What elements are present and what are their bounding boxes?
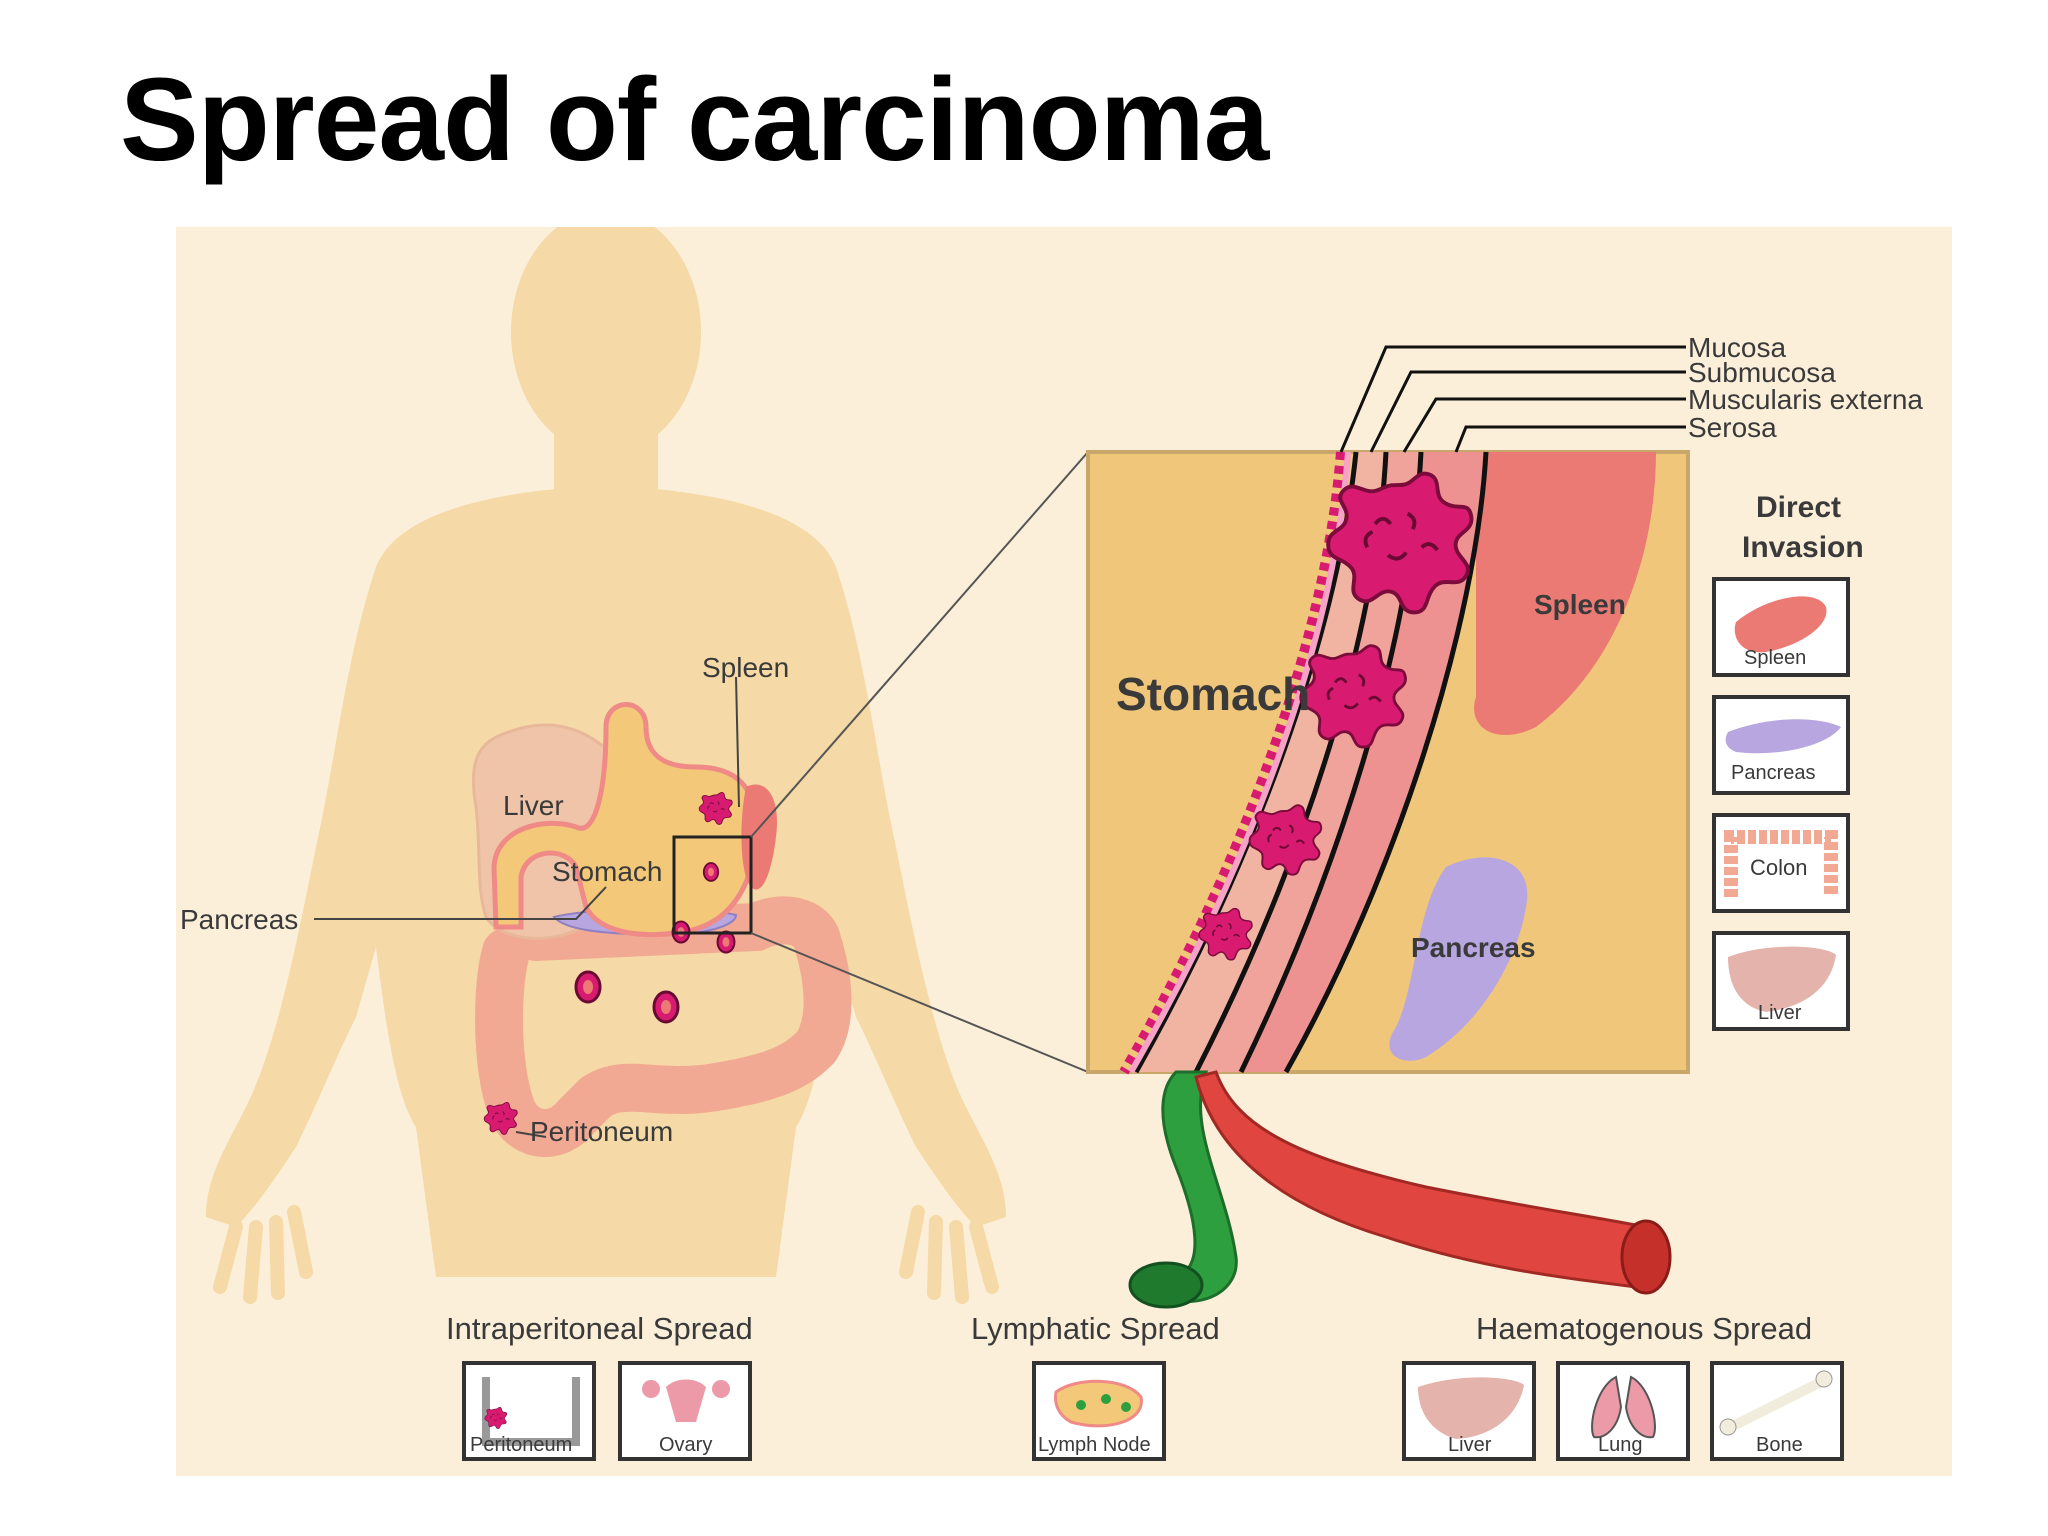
direct-box-label-pancreas: Pancreas	[1731, 762, 1816, 784]
direct-invasion-box-liver: Liver	[1712, 931, 1850, 1031]
zoom-line-bottom	[750, 932, 1089, 1073]
direct-box-label-spleen: Spleen	[1744, 647, 1806, 669]
zoom-line-top	[750, 451, 1089, 838]
layer-label-serosa: Serosa	[1688, 412, 1777, 443]
body-label-liver: Liver	[503, 790, 564, 821]
body-label-pancreas: Pancreas	[180, 904, 298, 935]
colon	[475, 896, 852, 1157]
layer-label-mucosa: Mucosa	[1688, 332, 1786, 363]
serosa-leader-line	[1454, 425, 1686, 453]
pancreas-leader-line	[314, 886, 607, 920]
lymphatic-heading: Lymphatic Spread	[971, 1311, 1220, 1346]
intraperitoneal-label-peritoneum: Peritoneum	[470, 1434, 572, 1456]
submucosa-leader-line	[1369, 370, 1686, 453]
metastatic-spot	[702, 862, 720, 882]
direct-invasion-heading-line2: Invasion	[1742, 531, 1864, 564]
blood-vessel-opening	[1620, 1219, 1672, 1295]
direct-invasion-box-colon: Colon	[1712, 813, 1850, 913]
layer-label-submucosa: Submucosa	[1688, 357, 1836, 388]
direct-invasion-box-spleen: Spleen	[1712, 577, 1850, 677]
spleen-leader-line	[735, 676, 740, 808]
lymphatic-box-lymph-node: Lymph Node	[1032, 1361, 1166, 1461]
haematogenous-box-bone: Bone	[1710, 1361, 1844, 1461]
metastatic-spot	[652, 990, 680, 1024]
slide-title: Spread of carcinoma	[120, 54, 1269, 186]
lymphatic-vessel-opening	[1128, 1261, 1204, 1309]
haematogenous-box-liver: Liver	[1402, 1361, 1536, 1461]
direct-box-label-liver: Liver	[1758, 1002, 1802, 1024]
muscularis-leader-line	[1402, 397, 1686, 453]
carcinoma-spread-figure: Spleen Liver Stomach Pancreas Peritoneum…	[176, 227, 1952, 1476]
stomach-wall-inset	[1086, 450, 1690, 1075]
direct-box-label-colon: Colon	[1750, 855, 1807, 880]
peritoneum-leader-line	[515, 1131, 547, 1138]
haematogenous-label-bone: Bone	[1756, 1434, 1803, 1456]
haematogenous-label-liver: Liver	[1448, 1434, 1492, 1456]
body-label-stomach: Stomach	[552, 856, 663, 887]
haematogenous-label-lung: Lung	[1598, 1434, 1643, 1456]
haematogenous-box-lung: Lung	[1556, 1361, 1690, 1461]
metastatic-spot	[716, 930, 736, 954]
mucosa-leader-line	[1339, 345, 1686, 453]
body-label-peritoneum: Peritoneum	[530, 1116, 673, 1147]
inset-label-stomach: Stomach	[1116, 668, 1310, 720]
inset-label-pancreas: Pancreas	[1411, 932, 1536, 963]
lymphatic-label-lymph-node: Lymph Node	[1038, 1434, 1151, 1456]
stomach	[491, 702, 759, 938]
intraperitoneal-box-peritoneum: Peritoneum	[462, 1361, 596, 1461]
haematogenous-heading: Haematogenous Spread	[1476, 1311, 1812, 1346]
direct-invasion-box-pancreas: Pancreas	[1712, 695, 1850, 795]
intraperitoneal-label-ovary: Ovary	[659, 1434, 712, 1456]
body-label-spleen: Spleen	[702, 652, 789, 683]
metastatic-spot	[574, 970, 602, 1004]
inset-label-spleen: Spleen	[1534, 589, 1626, 620]
zoom-box	[672, 835, 753, 935]
layer-label-muscularis-externa: Muscularis externa	[1688, 384, 1923, 415]
direct-invasion-heading-line1: Direct	[1756, 491, 1841, 524]
intraperitoneal-heading: Intraperitoneal Spread	[446, 1311, 753, 1346]
intraperitoneal-box-ovary: Ovary	[618, 1361, 752, 1461]
